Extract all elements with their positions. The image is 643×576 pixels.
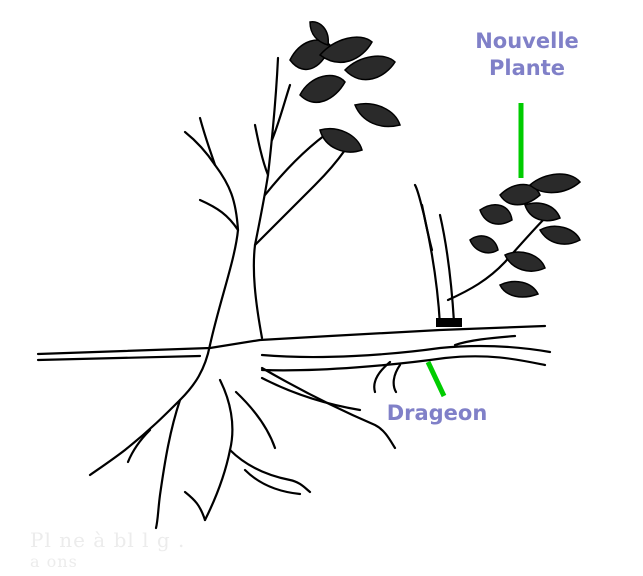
parent-root (90, 345, 210, 475)
faded-caption-line2: a ons (30, 552, 78, 571)
new-plant-label: Nouvelle Plante (452, 28, 602, 82)
new-plant-label-line1: Nouvelle (452, 28, 602, 55)
faded-caption-line1: Pl ne à bl l g . (30, 528, 185, 552)
parent-leaf-cluster (290, 22, 400, 152)
sucker-root (262, 346, 550, 357)
sucker-pointer-line (428, 362, 444, 396)
new-plant-label-line2: Plante (452, 55, 602, 82)
sucker-label: Drageon (372, 400, 502, 427)
parent-trunk-right (254, 58, 278, 338)
parent-trunk-left (185, 132, 238, 345)
collar-mark (436, 318, 462, 327)
ground-line-lower (38, 356, 200, 360)
new-plant-stem (415, 185, 440, 325)
ground-line (38, 326, 545, 354)
